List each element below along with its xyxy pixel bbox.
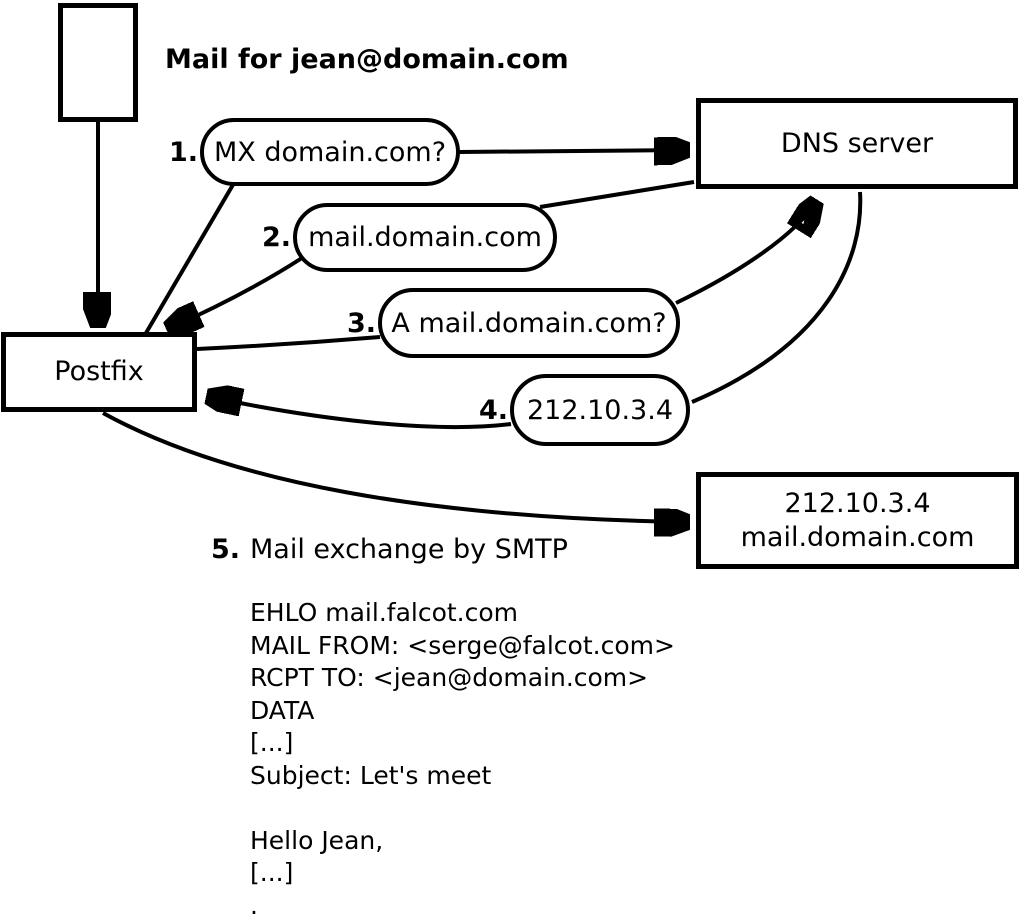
mail-envelope (58, 3, 138, 122)
smtp-line-ellipsis2: [...] (250, 858, 294, 887)
line-dns-to-reply4 (691, 191, 863, 404)
line-postfix-to-query1 (144, 181, 236, 335)
smtp-line-blank (250, 792, 770, 825)
step3-number: 3. (346, 307, 376, 339)
arrow-query1-to-dns (458, 150, 686, 152)
smtp-line-ellipsis1: [...] (250, 728, 294, 757)
smtp-line-mail-from: MAIL FROM: <serge@falcot.com> (250, 630, 675, 660)
smtp-line-ehlo: EHLO mail.falcot.com (250, 598, 519, 627)
smtp-line-subject: Subject: Let's meet (250, 760, 492, 790)
mail-server-box: 212.10.3.4 mail.domain.com (696, 472, 1019, 569)
step1-number: 1. (168, 136, 198, 168)
query-mx-pill: MX domain.com? (200, 118, 460, 186)
dns-server-box: DNS server (696, 98, 1018, 189)
mail-server-hostname: mail.domain.com (740, 521, 975, 553)
step4-number: 4. (478, 394, 508, 426)
reply-mx-pill: mail.domain.com (293, 203, 557, 272)
arrow-query3-to-dns (675, 203, 815, 305)
reply-a-pill: 212.10.3.4 (510, 374, 690, 446)
step2-number: 2. (261, 222, 291, 253)
postfix-label: Postfix (54, 356, 144, 387)
step5-label: Mail exchange by SMTP (250, 534, 568, 565)
mail-for-label: Mail for jean@domain.com (165, 44, 569, 75)
smtp-line-data: DATA (250, 695, 315, 725)
mail-server-ip: 212.10.3.4 (784, 487, 931, 519)
smtp-line-hello: Hello Jean, (250, 825, 384, 855)
smtp-session-transcript: EHLO mail.falcot.com MAIL FROM: <serge@f… (250, 597, 770, 919)
query-a-pill: A mail.domain.com? (378, 288, 680, 358)
smtp-line-rcpt-to: RCPT TO: <jean@domain.com> (250, 663, 649, 692)
postfix-box: Postfix (1, 332, 197, 412)
line-dns-to-reply2 (539, 180, 695, 209)
step5-number: 5. (210, 533, 240, 565)
smtp-line-end-dot: . (250, 890, 258, 919)
dns-server-label: DNS server (780, 127, 934, 159)
